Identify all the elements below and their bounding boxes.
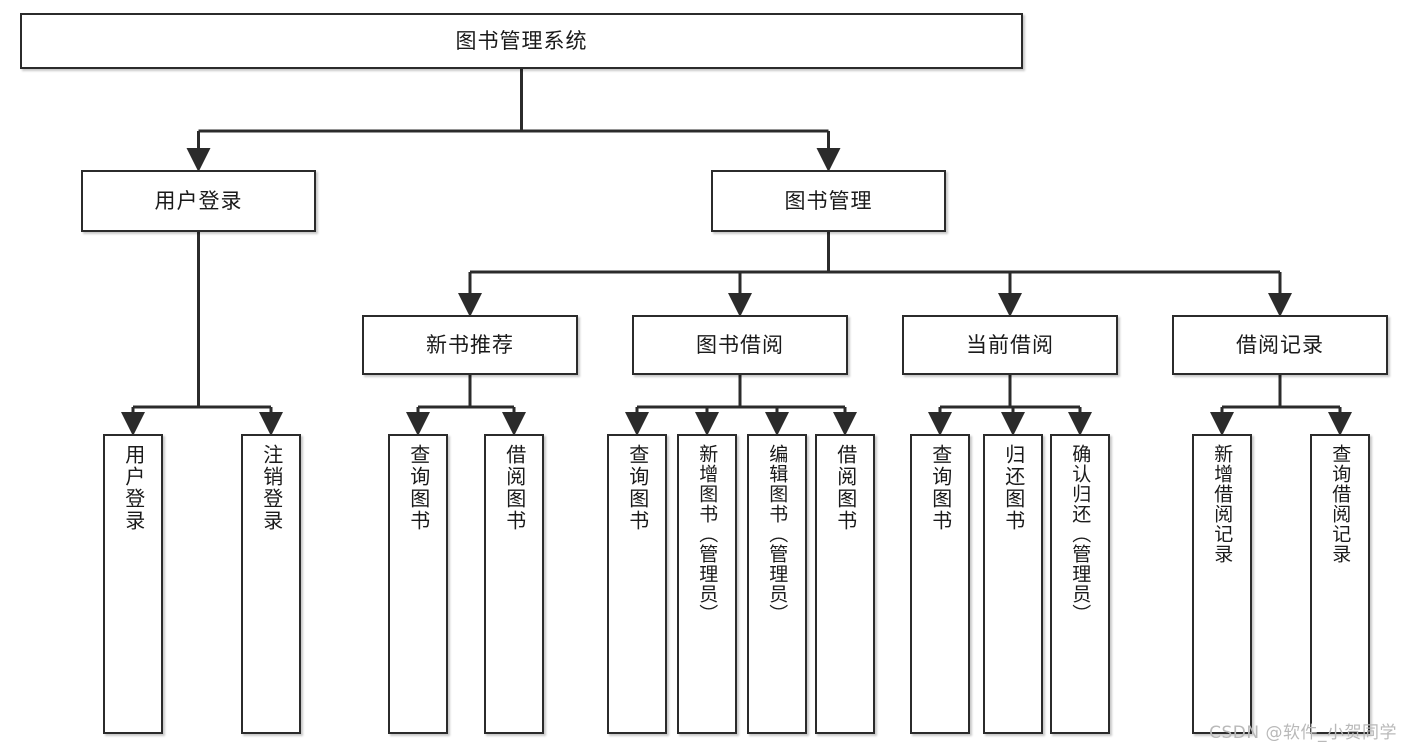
node-label: 借阅记录 [1236,332,1324,357]
node-label: 注销登录 [259,444,284,532]
node-root[interactable]: 图书管理系统 [20,13,1023,69]
node-records[interactable]: 借阅记录 [1172,315,1388,375]
node-label: 新书推荐 [426,332,514,357]
node-borrow[interactable]: 图书借阅 [632,315,848,375]
node-l-borrow2[interactable]: 借阅图书 [815,434,875,734]
node-l-query1[interactable]: 查询图书 [388,434,448,734]
node-newbook[interactable]: 新书推荐 [362,315,578,375]
watermark-text: CSDN @软件_小贺同学 [1209,723,1397,743]
node-login[interactable]: 用户登录 [81,170,316,232]
node-label: 查询图书 [406,444,431,532]
node-current[interactable]: 当前借阅 [902,315,1118,375]
node-label: 查询图书 [625,444,650,532]
node-bookmgmt[interactable]: 图书管理 [711,170,946,232]
node-label: 图书管理系统 [455,28,588,53]
node-label: 编辑图书（管理员） [766,444,789,624]
node-label: 用户登录 [154,188,243,213]
node-label: 新增图书（管理员） [696,444,719,624]
node-l-borrow1[interactable]: 借阅图书 [484,434,544,734]
node-l-return[interactable]: 归还图书 [983,434,1043,734]
node-l-edit[interactable]: 编辑图书（管理员） [747,434,807,734]
node-label: 借阅图书 [833,444,858,532]
node-l-queryrec[interactable]: 查询借阅记录 [1310,434,1370,734]
node-label: 新增借阅记录 [1211,444,1234,564]
node-l-query3[interactable]: 查询图书 [910,434,970,734]
node-label: 用户登录 [121,444,146,532]
node-label: 借阅图书 [502,444,527,532]
node-l-logout[interactable]: 注销登录 [241,434,301,734]
node-l-addrec[interactable]: 新增借阅记录 [1192,434,1252,734]
node-label: 查询图书 [928,444,953,532]
node-l-query2[interactable]: 查询图书 [607,434,667,734]
node-label: 图书管理 [784,188,873,213]
node-label: 查询借阅记录 [1329,444,1352,564]
node-l-login[interactable]: 用户登录 [103,434,163,734]
node-label: 归还图书 [1001,444,1026,532]
node-label: 确认归还（管理员） [1069,444,1092,624]
node-l-confirm[interactable]: 确认归还（管理员） [1050,434,1110,734]
node-l-add[interactable]: 新增图书（管理员） [677,434,737,734]
node-label: 当前借阅 [966,332,1054,357]
node-label: 图书借阅 [696,332,784,357]
edge-group [121,69,1352,436]
